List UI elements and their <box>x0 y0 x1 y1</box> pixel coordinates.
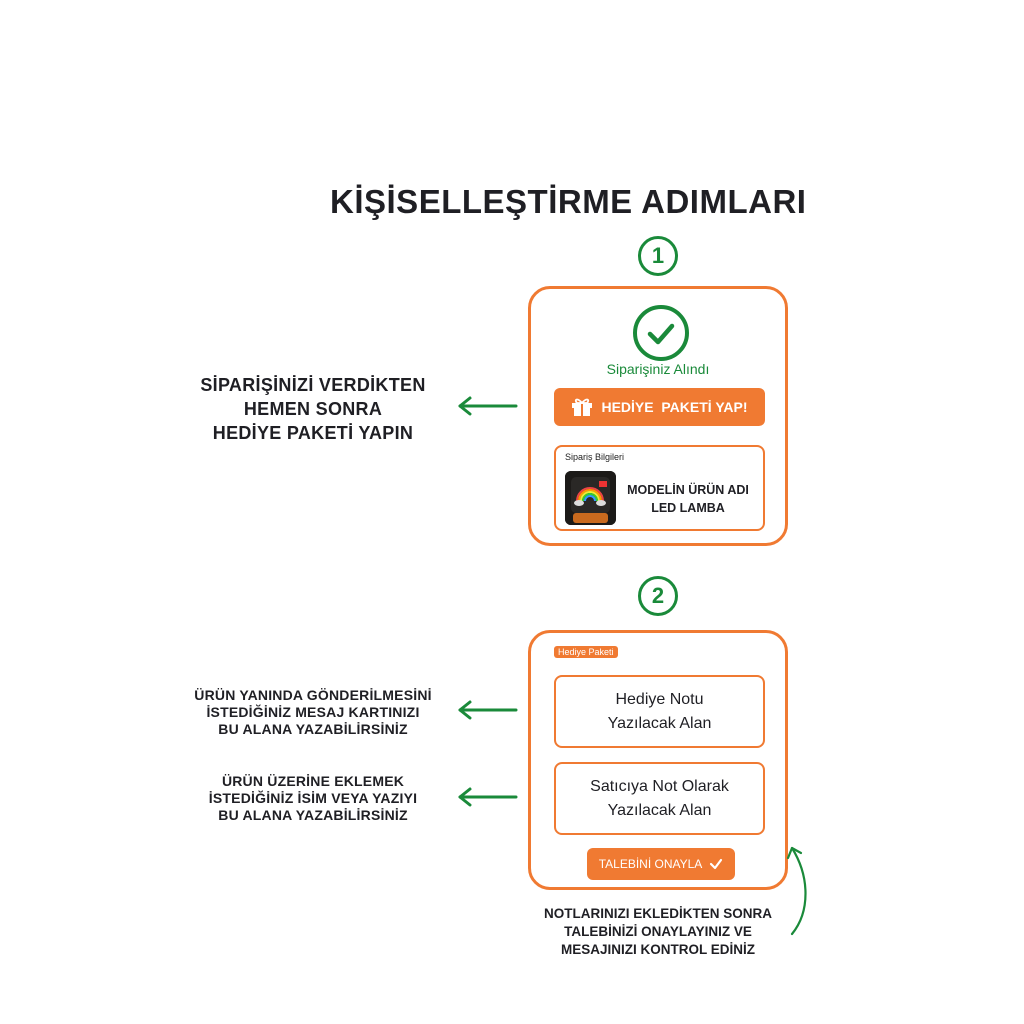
order-info-box: Sipariş Bilgileri MODELİN ÜRÜN ADI LED L… <box>554 445 765 531</box>
arrow-left-icon <box>458 700 518 720</box>
order-status-text: Siparişiniz Alındı <box>606 361 710 377</box>
product-name: MODELİN ÜRÜN ADI LED LAMBA <box>627 483 749 515</box>
step-number-1: 1 <box>638 236 678 276</box>
curved-arrow-up-icon <box>786 846 807 936</box>
confirm-instruction: NOTLARINIZI EKLEDİKTEN SONRA TALEBİNİZİ … <box>544 906 772 957</box>
gift-note-field-text: Hediye Notu Yazılacak Alan <box>607 690 712 732</box>
confirm-request-button-label: TALEBİNİ ONAYLA <box>598 857 703 871</box>
gift-note-field[interactable]: Hediye Notu Yazılacak Alan <box>554 675 765 748</box>
gift-note-instruction: ÜRÜN YANINDA GÖNDERİLMESİNİ İSTEDİĞİNİZ … <box>194 687 432 737</box>
arrow-left-icon <box>458 787 518 807</box>
seller-note-field-text: Satıcıya Not Olarak Yazılacak Alan <box>590 777 729 819</box>
gift-package-button[interactable]: HEDİYE PAKETİ YAP! <box>554 388 765 426</box>
arrow-left-icon <box>458 396 518 416</box>
gift-package-card: Hediye Paketi Hediye Notu Yazılacak Alan… <box>528 630 788 890</box>
order-confirmation-card: Siparişiniz Alındı HEDİYE PAKETİ YAP! Si… <box>528 286 788 546</box>
page-title: KİŞİSELLEŞTİRME ADIMLARI <box>330 183 807 220</box>
gift-package-button-label: HEDİYE PAKETİ YAP! <box>601 399 748 415</box>
order-info-label: Sipariş Bilgileri <box>565 452 625 462</box>
seller-note-instruction: ÜRÜN ÜZERİNE EKLEMEK İSTEDİĞİNİZ İSİM VE… <box>208 773 418 823</box>
product-thumbnail <box>565 471 616 525</box>
step-number-2: 2 <box>638 576 678 616</box>
checkmark-icon <box>709 858 723 870</box>
confirm-request-button[interactable]: TALEBİNİ ONAYLA <box>587 848 735 880</box>
check-circle-icon <box>633 305 689 361</box>
seller-note-field[interactable]: Satıcıya Not Olarak Yazılacak Alan <box>554 762 765 835</box>
step1-instruction: SİPARİŞİNİZİ VERDİKTEN HEMEN SONRA HEDİY… <box>200 375 426 443</box>
gift-package-tag: Hediye Paketi <box>554 646 618 658</box>
gift-icon <box>571 397 593 417</box>
